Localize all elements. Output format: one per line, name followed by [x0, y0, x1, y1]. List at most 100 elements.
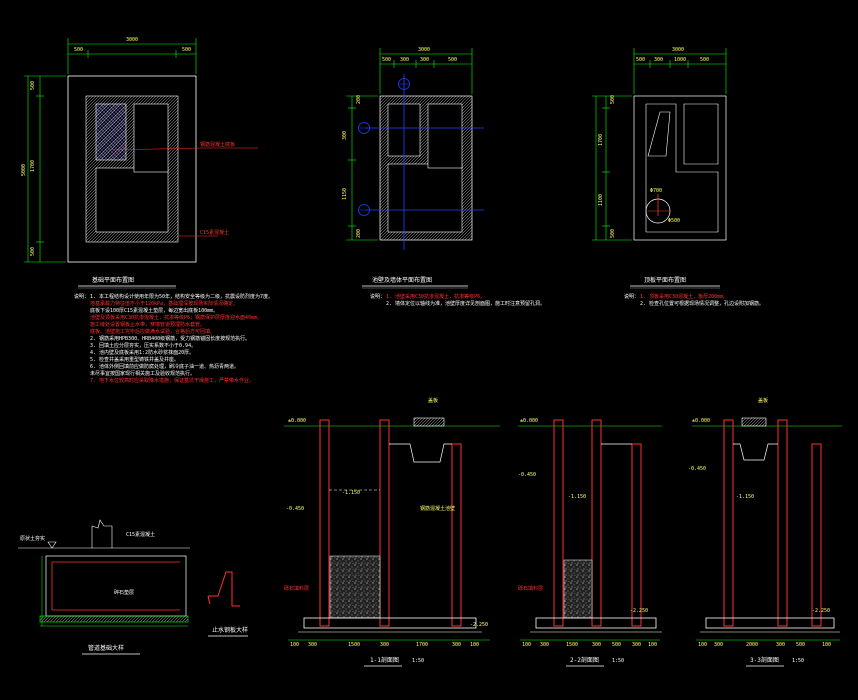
note-line: 施工缝处设置钢板止水带，穿墙管道预埋防水套管。: [90, 321, 205, 328]
section-callout: 砾石填料层: [518, 585, 543, 592]
plan-foundation: 3000 500 500 500 1700 500 5000 钢筋混凝土底板 C…: [21, 37, 258, 289]
level-mark: -2.250: [812, 608, 830, 614]
dim-bottom-seg: 100: [822, 642, 831, 648]
dim-top-seg: 500: [636, 57, 645, 63]
note-line: 1. 顶板采用C30混凝土，板厚200mm。: [640, 293, 728, 300]
note-line: 7. 地下水位较高时应采取降水措施，保证基坑干燥施工，严禁带水作业。: [90, 377, 254, 384]
note-line: 2. 钢筋采用HPB300、HRB400级钢筋，受力钢筋锚固长度按规范执行。: [90, 335, 250, 342]
dim-top-seg: 300: [420, 57, 429, 63]
note-line: 2. 检查孔位置可根据现场情况调整，孔边设附加钢筋。: [640, 300, 764, 307]
callout-diameter: Φ500: [668, 218, 680, 224]
section-scale: 1:50: [792, 658, 804, 664]
section-callout: 砾石填料层: [284, 585, 309, 592]
dim-left-seg: 200: [356, 95, 362, 104]
level-mark: ±0.000: [692, 418, 710, 424]
dim-left-seg: 500: [30, 81, 36, 90]
axis-lines: [366, 74, 484, 250]
level-mark: ±0.000: [520, 418, 538, 424]
note-line: 2. 墙体定位以轴线为准，池壁厚度详见剖面图，施工时注意预留孔洞。: [386, 300, 545, 307]
dim-left-seg: 1700: [30, 160, 36, 172]
dim-top-seg: 300: [654, 57, 663, 63]
detail-title: 管道基础大样: [88, 644, 124, 652]
waterstop-plate: [208, 571, 240, 607]
inspection-hatch: [647, 111, 671, 157]
dim-top-total: 3000: [418, 47, 430, 53]
section-callout: 钢筋混凝土池壁: [420, 505, 455, 512]
note-line: 池壁及顶板采用C30抗渗混凝土，抗渗等级P6；钢筋保护层厚度迎水面40mm。: [90, 314, 262, 321]
bedding-layer: [39, 615, 189, 623]
dim-bottom-seg: 100: [522, 642, 531, 648]
dim-left-seg: 500: [30, 247, 36, 256]
wall-mid: [379, 419, 390, 627]
dim-bottom-seg: 100: [698, 642, 707, 648]
level-mark: ±0.000: [288, 418, 306, 424]
dim-left-total: 5000: [21, 164, 27, 176]
detail-callout: C15素混凝土: [126, 531, 155, 538]
note-line: 1. 本工程结构设计使用年限为50年，结构安全等级为二级，抗震设防烈度为7度。: [90, 293, 273, 300]
notes-block-2: 说明： 1. 池壁采用C30抗渗混凝土，抗渗等级P6。 2. 墙体定位以轴线为准…: [370, 293, 545, 307]
cover-slab: [413, 417, 445, 427]
inlet-chamber: [389, 443, 452, 463]
dim-bottom-seg: 300: [592, 642, 601, 648]
dim-left-seg: 1150: [342, 188, 348, 200]
wall-left: [723, 419, 734, 627]
gravel-fill: [563, 559, 593, 619]
callout-diameter: Φ700: [650, 188, 662, 194]
dim-top-seg: 500: [448, 57, 457, 63]
dim-top-seg: 300: [400, 57, 409, 63]
detail-callout: 碎石垫层: [114, 589, 134, 596]
dimension-lines: [592, 48, 727, 241]
axis-bubble: [398, 78, 410, 90]
plan-title: 顶板平面布置图: [644, 276, 686, 284]
cover-slab: [741, 417, 767, 427]
note-line: 6. 池体外侧回填前应做防腐处理，刷冷底子油一道、热沥青两道。: [90, 363, 239, 370]
plan-top-slab: 3000 500 300 1000 500 500 1700 1100 500 …: [592, 47, 727, 289]
dim-bottom-seg: 500: [796, 642, 805, 648]
base-slab: [705, 617, 835, 629]
section-callout: 盖板: [428, 397, 438, 404]
base-slab: [535, 617, 657, 629]
dim-bottom-seg: 1500: [348, 642, 360, 648]
note-line: 1. 池壁采用C30抗渗混凝土，抗渗等级P6。: [386, 293, 485, 300]
gravel-fill: [329, 555, 381, 619]
wall-right: [451, 443, 462, 627]
break-line: [91, 519, 113, 548]
detail-waterstop: 止水钢板大样: [207, 571, 248, 637]
dim-left-seg: 1100: [598, 194, 604, 206]
axis-bubble: [358, 122, 370, 134]
note-line: 底板、池壁施工完毕后应做满水试验，合格后方可回填。: [90, 328, 215, 335]
section-3-3: ±0.000 -0.450 -1.150 -2.250 盖板 100 300 2…: [688, 397, 842, 667]
note-line: 5. 检查井盖采用重型铸铁井盖及井座。: [90, 356, 179, 363]
notes-heading: 说明：: [74, 293, 89, 300]
plan-title: 池壁及墙体平面布置图: [372, 276, 432, 284]
notes-heading: 说明：: [624, 293, 639, 300]
note-line: 3. 回填土应分层夯实，压实系数不小于0.94。: [90, 342, 196, 349]
level-mark: -2.250: [470, 622, 488, 628]
footing-outline: [67, 75, 197, 263]
inner-chamber-large: [95, 167, 169, 233]
wall-right: [811, 443, 822, 627]
section-title: 3-3剖面图: [750, 656, 779, 664]
dim-top-seg: 500: [700, 57, 709, 63]
inlet-chamber: [733, 443, 778, 461]
dim-bottom-seg: 500: [612, 642, 621, 648]
plan-title: 基础平面布置图: [92, 276, 134, 284]
dim-top-seg: 500: [382, 57, 391, 63]
note-line: 未尽事宜按国家现行相关施工及验收规范执行。: [90, 370, 195, 377]
section-title: 2-2剖面图: [570, 656, 599, 664]
inner-chamber-left: [95, 103, 127, 161]
dim-bottom-seg: 100: [648, 642, 657, 648]
dim-left-seg: 500: [610, 95, 616, 104]
dimension-lines: [346, 48, 473, 241]
chamber-lower: [387, 163, 463, 233]
dimension-lines: [24, 38, 197, 263]
pipe-base-slab: [45, 555, 187, 617]
dim-bottom-seg: 2000: [746, 642, 758, 648]
dim-top-seg: 500: [182, 47, 191, 53]
dim-left-seg: 500: [610, 229, 616, 238]
slab-outline: [633, 95, 727, 241]
dim-bottom-seg: 100: [470, 642, 479, 648]
dim-left-seg: 300: [342, 131, 348, 140]
notes-block-3: 说明： 1. 顶板采用C30混凝土，板厚200mm。 2. 检查孔位置可根据现场…: [624, 293, 764, 307]
